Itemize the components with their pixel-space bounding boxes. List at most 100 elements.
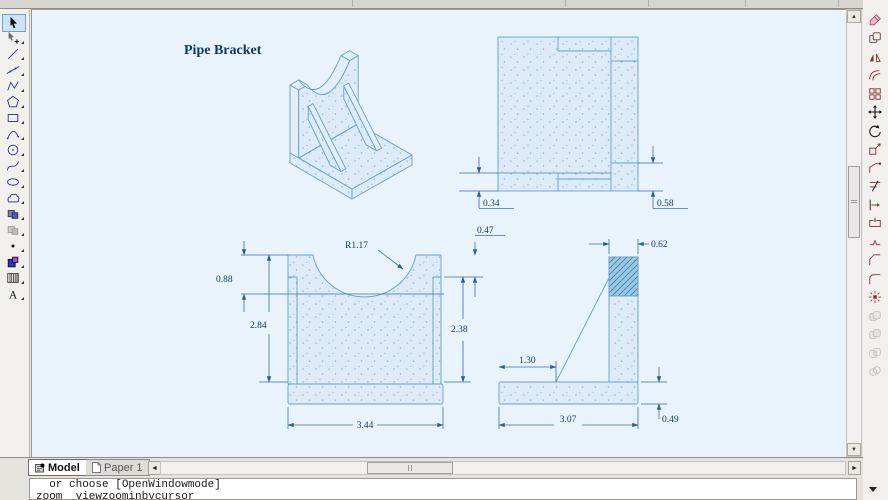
drawing-canvas[interactable]: Pipe Bracket [31,9,846,458]
drawing-svg: Pipe Bracket [184,36,688,431]
tool-construction-line-button[interactable] [2,62,24,77]
horizontal-scroll-thumb[interactable] [367,462,453,474]
dim-text: 2.38 [451,325,468,335]
subtract-icon [869,329,881,339]
toolbar-separator [745,0,746,7]
front-view-body [287,254,442,385]
tool-offset-button[interactable] [864,68,886,83]
tool-array-button[interactable] [864,86,886,101]
dim-text: 0.49 [662,415,679,425]
tool-polygon-button[interactable] [2,94,24,109]
dim-text: 2.84 [250,321,267,331]
dim-text: R1.17 [345,241,368,251]
scroll-down-button[interactable]: ▼ [847,443,861,456]
dim-text-underlines [475,208,688,236]
top-view[interactable] [497,36,639,192]
front-view-flange [287,383,444,405]
tool-erase-button[interactable] [864,12,886,27]
tab-paper1[interactable]: Paper 1 [86,459,150,476]
tool-select-button[interactable] [2,14,26,32]
interfere-icon [869,366,881,376]
modify-toolbar [863,0,888,500]
tool-scale-button[interactable] [864,142,886,157]
hatch-icon [7,272,19,283]
tool-mirror-button[interactable] [864,49,886,64]
top-view-outline [497,36,639,192]
radius-leader [377,249,404,270]
tool-make-block-button[interactable] [2,206,24,221]
quick-select-icon [8,31,20,44]
move-icon [868,105,882,119]
tool-fillet-button[interactable] [864,271,886,286]
offset-icon [869,70,881,81]
dimension-texts[interactable]: 0.34 0.58 0.47 0.62 R1.17 0.88 2.84 2.38… [216,199,679,431]
drawing-title: Pipe Bracket [184,43,262,58]
command-prompt-line: zoom viewzoominbycursor [36,491,195,500]
scroll-up-button[interactable]: ▲ [847,10,861,23]
tool-copy-button[interactable] [864,31,886,46]
horizontal-scrollbar[interactable] [160,461,846,475]
tool-chamfer-button[interactable] [864,253,886,268]
tool-extend-button[interactable] [864,197,886,212]
isometric-view[interactable] [289,50,413,200]
tool-move-button[interactable] [864,105,886,120]
toolbar-separator [838,0,839,7]
array-icon [869,87,881,100]
tool-hatch-button[interactable] [2,270,24,285]
select-icon [10,16,18,29]
tool-break-at-point-button[interactable] [864,216,886,231]
tool-trim-button[interactable] [864,179,886,194]
stretch-icon [869,162,882,173]
tool-ellipse-button[interactable] [2,174,24,189]
chamfer-icon [869,254,881,266]
rectangle-icon [7,113,19,122]
front-view[interactable] [287,254,444,405]
tool-insert-block-button[interactable] [2,254,24,269]
tool-revision-cloud-button[interactable] [2,190,24,205]
tool-interfere-button [864,364,886,379]
command-history-line: or choose [OpenWindowmode] [36,479,221,491]
insert-block-icon [7,256,19,267]
vertical-scroll-thumb[interactable] [848,166,860,238]
tool-arc-button[interactable] [2,126,24,141]
toolbar-edge-strip [0,0,888,9]
tool-circle-button[interactable] [2,142,24,157]
model-tab-label: Model [48,461,80,474]
tool-polyline-button[interactable] [2,78,24,93]
tool-stretch-button[interactable] [864,160,886,175]
toolbar-overflow-arrow-icon[interactable] [869,487,877,492]
dim-text: 0.88 [216,275,233,285]
svg-text:A: A [9,289,18,301]
dim-text: 3.44 [357,421,374,431]
tool-break-button[interactable] [864,234,886,249]
top-view-line [557,173,611,191]
iso-gusset-left-top [307,103,347,172]
side-view-base [498,381,639,405]
dimensions[interactable] [241,146,688,429]
paper-tab-icon [92,462,101,473]
paper-tab-label: Paper 1 [104,461,143,474]
mirror-icon [869,53,881,62]
rotate-icon [869,124,881,137]
polyline-icon [7,80,19,91]
command-window[interactable]: or choose [OpenWindowmode] zoom viewzoom… [29,478,857,500]
iso-gusset-right-top [343,82,382,152]
tool-rotate-button[interactable] [864,123,886,138]
tool-point-button[interactable] [2,238,24,253]
side-view-gusset-edge [555,277,610,383]
tool-line-button[interactable] [2,46,24,61]
tool-text-button[interactable]: A [2,286,24,301]
side-view[interactable] [498,256,639,405]
tool-rectangle-button[interactable] [2,110,24,125]
tool-block-disabled-button[interactable] [2,222,24,237]
tab-model[interactable]: Model [28,459,87,476]
copy-icon [869,32,881,43]
tool-quick-select-button[interactable] [2,30,24,45]
break-at-point-icon [869,217,881,227]
scroll-right-button[interactable]: ► [848,461,861,475]
vertical-scrollbar[interactable]: ▲ ▼ [846,9,862,457]
fillet-icon [869,273,881,284]
tool-explode-button[interactable] [864,290,886,305]
tool-spline-button[interactable] [2,158,24,173]
